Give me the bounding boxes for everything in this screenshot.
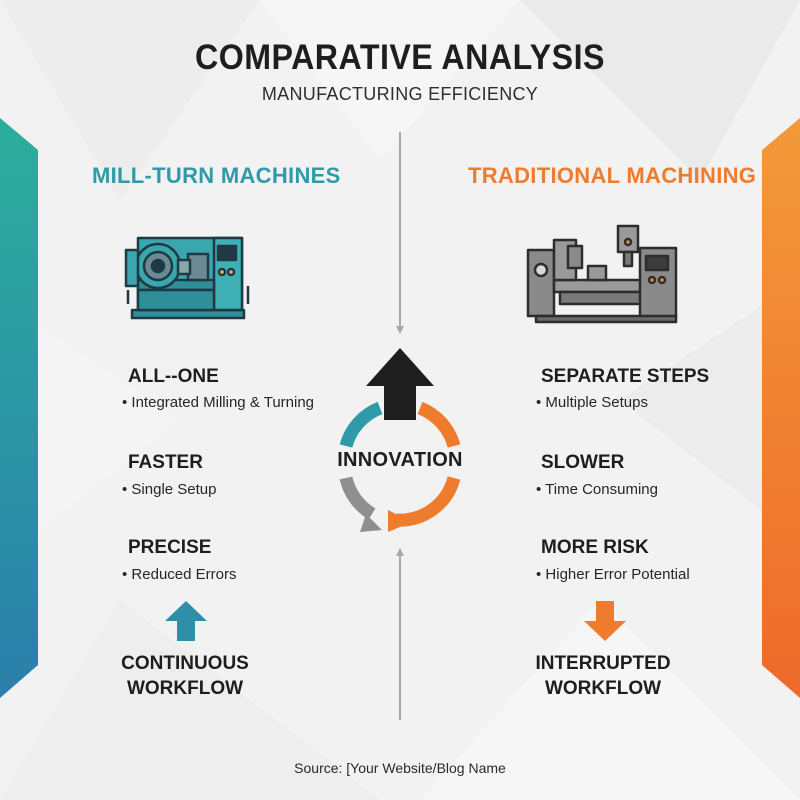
right-feature-2-bullet: • Time Consuming bbox=[536, 481, 658, 498]
right-workflow-line1: INTERRUPTED bbox=[535, 653, 671, 674]
left-feature-2-text: Single Setup bbox=[131, 481, 217, 498]
left-feature-1-title: ALL--ONE bbox=[128, 366, 219, 387]
page-title: COMPARATIVE ANALYSIS bbox=[195, 38, 605, 77]
left-feature-2-title: FASTER bbox=[128, 452, 203, 473]
left-feature-2-bullet: • Single Setup bbox=[122, 481, 217, 498]
right-column-heading: TRADITIONAL MACHINING bbox=[468, 163, 757, 188]
right-feature-1-bullet: • Multiple Setups bbox=[536, 394, 648, 411]
left-workflow-label: CONTINUOUS WORKFLOW bbox=[95, 651, 275, 701]
left-workflow-line1: CONTINUOUS bbox=[121, 653, 249, 674]
right-workflow-label: INTERRUPTED WORKFLOW bbox=[513, 651, 693, 701]
left-feature-1-bullet: • Integrated Milling & Turning bbox=[122, 394, 315, 411]
right-feature-3-text: Higher Error Potential bbox=[545, 566, 690, 583]
left-feature-3-bullet: • Reduced Errors bbox=[122, 566, 237, 583]
right-feature-2-text: Time Consuming bbox=[545, 481, 658, 498]
left-feature-3-title: PRECISE bbox=[128, 537, 212, 558]
traditional-lathe-icon bbox=[526, 224, 678, 324]
left-feature-3-text: Reduced Errors bbox=[131, 566, 237, 583]
divider-lines bbox=[396, 132, 404, 720]
right-accent-bar bbox=[762, 118, 800, 698]
left-workflow-line2: WORKFLOW bbox=[126, 678, 244, 699]
teal-up-arrow-icon bbox=[165, 601, 207, 641]
left-column-heading: MILL-TURN MACHINES bbox=[92, 163, 341, 188]
page-subtitle: MANUFACTURING EFFICIENCY bbox=[261, 84, 539, 104]
source-footer: Source: [Your Website/Blog Name bbox=[294, 760, 506, 776]
right-feature-3-bullet: • Higher Error Potential bbox=[536, 566, 690, 583]
up-arrow-icon bbox=[366, 348, 434, 420]
right-feature-2-title: SLOWER bbox=[541, 452, 625, 473]
right-feature-1-title: SEPARATE STEPS bbox=[541, 366, 710, 387]
left-feature-1-text: Integrated Milling & Turning bbox=[131, 394, 315, 411]
right-workflow-line2: WORKFLOW bbox=[544, 678, 662, 699]
cycle-ring-icon bbox=[339, 401, 461, 532]
innovation-label: INNOVATION bbox=[337, 449, 463, 471]
left-accent-bar bbox=[0, 118, 38, 698]
mill-turn-machine-icon bbox=[124, 236, 250, 320]
right-feature-1-text: Multiple Setups bbox=[545, 394, 648, 411]
orange-down-arrow-icon bbox=[584, 601, 626, 641]
right-feature-3-title: MORE RISK bbox=[541, 537, 649, 558]
